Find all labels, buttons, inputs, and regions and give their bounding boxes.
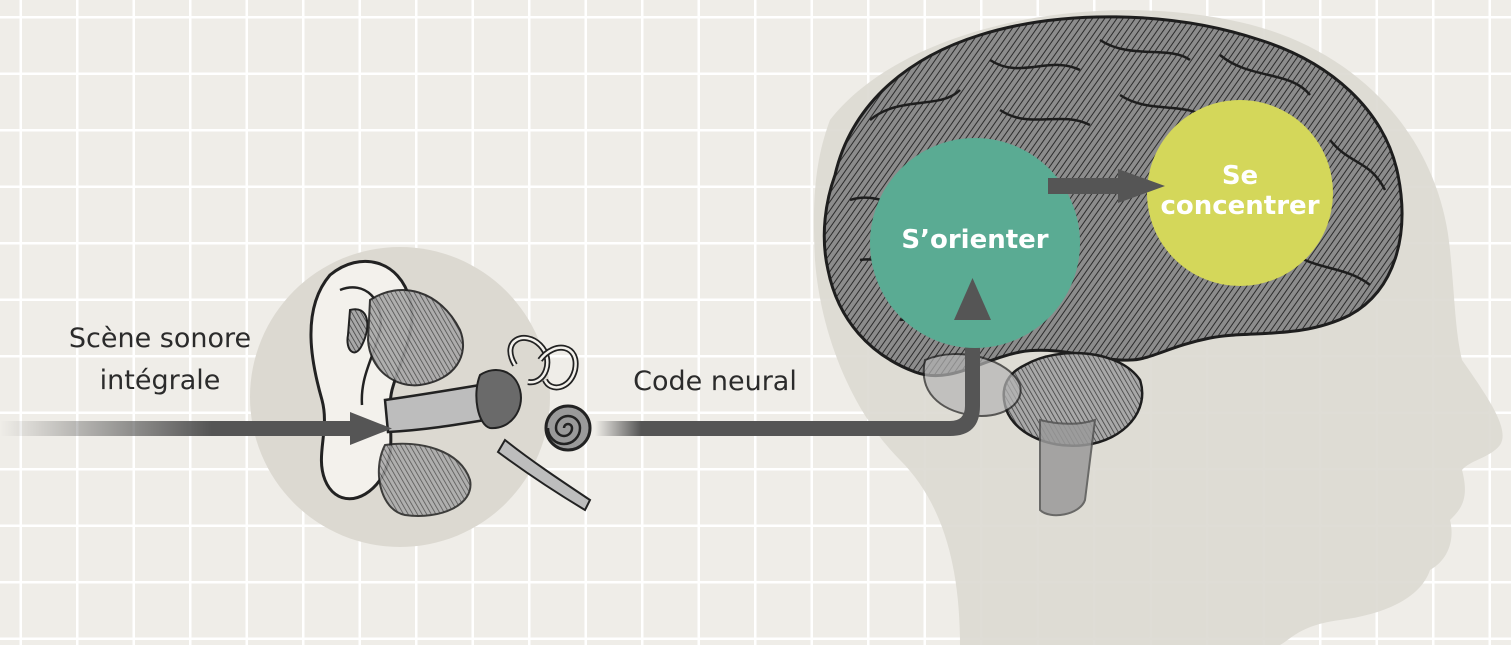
input-label-line2: intégrale [99,364,221,396]
orient-node-label: S’orienter [901,225,1049,255]
orient-to-focus-arrow-shaft [1048,178,1122,194]
focus-node-label: Se concentrer [1145,161,1335,222]
orient-to-focus-arrow-head [1118,169,1165,203]
ear-anatomy-icon [309,259,592,517]
focus-node-circle [1147,100,1333,286]
orient-node-circle [870,138,1080,348]
input-arrow-shaft [0,421,352,436]
focus-node-label-line2: concentrer [1160,190,1320,221]
neural-code-arrow-shaft [595,318,980,436]
focus-node-label-line1: Se [1221,161,1259,191]
neural-code-label: Code neural [633,366,797,397]
neural-code-arrow-head [954,278,991,320]
input-label-line1: Scène sonore [68,323,252,354]
input-arrow-head [350,412,392,445]
input-label: Scène sonore intégrale [40,318,280,402]
